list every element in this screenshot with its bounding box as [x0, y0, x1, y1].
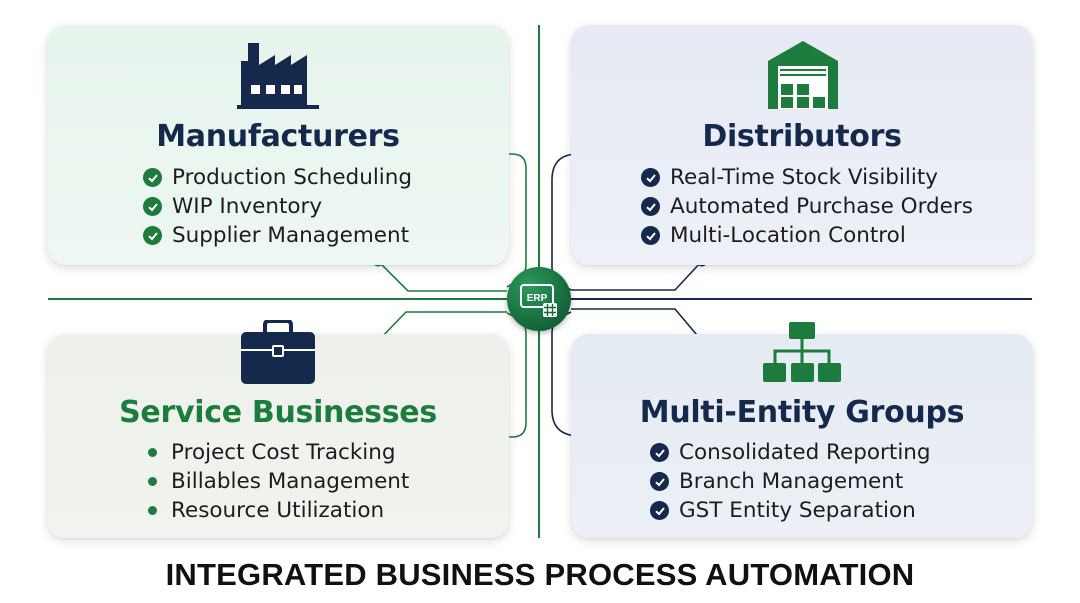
item-label: WIP Inventory: [172, 194, 323, 219]
check-circle-icon: [650, 472, 669, 491]
list-item: Supplier Management: [143, 221, 412, 250]
list-item: Multi-Location Control: [641, 221, 973, 250]
list-item: WIP Inventory: [143, 192, 412, 221]
list-item: Billables Management: [143, 467, 409, 496]
check-circle-icon: [641, 226, 660, 245]
card-title: Distributors: [702, 119, 902, 154]
manufacturers-card: Manufacturers Production Scheduling WIP …: [47, 25, 509, 265]
feature-list: Project Cost Tracking Billables Manageme…: [143, 438, 409, 525]
feature-list: Consolidated Reporting Branch Management…: [650, 438, 931, 525]
check-circle-icon: [143, 168, 162, 187]
footer-title: INTEGRATED BUSINESS PROCESS AUTOMATION: [165, 557, 915, 592]
warehouse-icon: [768, 41, 838, 109]
item-label: Project Cost Tracking: [171, 440, 396, 465]
check-circle-icon: [650, 501, 669, 520]
card-title: Multi-Entity Groups: [639, 395, 965, 430]
card-title: Manufacturers: [156, 119, 400, 154]
list-item: Production Scheduling: [143, 163, 412, 192]
list-item: Branch Management: [650, 467, 931, 496]
item-label: Real-Time Stock Visibility: [670, 165, 939, 190]
bullet-dot-icon: [148, 506, 157, 515]
check-circle-icon: [143, 226, 162, 245]
item-label: Resource Utilization: [171, 498, 385, 523]
check-circle-icon: [650, 443, 669, 462]
connector-distributors-lower: [571, 260, 703, 291]
feature-list: Production Scheduling WIP Inventory Supp…: [143, 163, 412, 250]
connector-services-upper: [377, 311, 507, 342]
item-label: Consolidated Reporting: [679, 440, 931, 465]
item-label: GST Entity Separation: [679, 498, 916, 523]
service-businesses-card: Service Businesses Project Cost Tracking…: [47, 320, 509, 538]
item-label: Branch Management: [679, 469, 904, 494]
erp-grid-icon: ERP: [520, 284, 557, 317]
item-label: Billables Management: [171, 469, 410, 494]
item-label: Multi-Location Control: [670, 223, 906, 248]
item-label: Production Scheduling: [172, 165, 413, 190]
bullet-dot-icon: [148, 448, 157, 457]
item-label: Supplier Management: [172, 223, 410, 248]
item-label: Automated Purchase Orders: [670, 194, 973, 219]
connector-multi-upper: [571, 308, 703, 342]
bullet-dot-icon: [148, 477, 157, 486]
list-item: Real-Time Stock Visibility: [641, 163, 973, 192]
check-circle-icon: [641, 197, 660, 216]
list-item: Consolidated Reporting: [650, 438, 931, 467]
list-item: GST Entity Separation: [650, 496, 931, 525]
card-title: Service Businesses: [119, 395, 437, 430]
check-circle-icon: [143, 197, 162, 216]
factory-icon: [237, 43, 319, 109]
distributors-card: Distributors Real-Time Stock Visibility …: [571, 25, 1033, 265]
briefcase-icon: [241, 320, 315, 384]
connector-manufacturers-lower: [377, 260, 507, 292]
erp-label: ERP: [527, 293, 548, 304]
erp-hub: ERP: [507, 267, 571, 331]
multi-entity-groups-card: Multi-Entity Groups Consolidated Reporti…: [571, 322, 1033, 538]
feature-list: Real-Time Stock Visibility Automated Pur…: [641, 163, 973, 250]
list-item: Automated Purchase Orders: [641, 192, 973, 221]
check-circle-icon: [641, 168, 660, 187]
list-item: Project Cost Tracking: [143, 438, 409, 467]
list-item: Resource Utilization: [143, 496, 409, 525]
org-chart-icon: [763, 322, 841, 382]
